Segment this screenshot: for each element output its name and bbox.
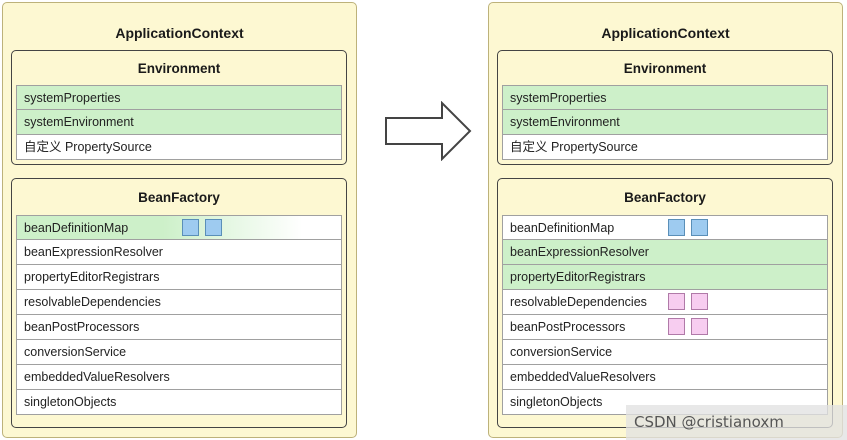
- environment-list: systemProperties systemEnvironment 自定义 Pro…: [16, 85, 342, 160]
- list-item: propertyEditorRegistrars: [502, 265, 828, 290]
- list-item-label: propertyEditorRegistrars: [510, 270, 646, 284]
- list-item: singletonObjects: [16, 390, 342, 415]
- list-item-label: propertyEditorRegistrars: [24, 270, 160, 284]
- list-item: beanPostProcessors: [502, 315, 828, 340]
- pink-square-icon: [668, 293, 685, 310]
- application-context-before: ApplicationContext Environment systemPro…: [2, 2, 357, 438]
- list-item-label: 自定义 PropertySource: [510, 140, 638, 154]
- right-arrow-icon: [385, 101, 472, 161]
- list-item-label: systemEnvironment: [510, 115, 620, 129]
- list-item: beanExpressionResolver: [502, 240, 828, 265]
- beanfactory-panel: BeanFactory beanDefinitionMap beanExpress…: [497, 178, 833, 428]
- bean-marker-group: [668, 293, 708, 310]
- list-item-label: 自定义 PropertySource: [24, 140, 152, 154]
- environment-panel: Environment systemProperties systemEnviro…: [497, 50, 833, 165]
- beanfactory-title: BeanFactory: [624, 190, 706, 205]
- list-item-label: resolvableDependencies: [24, 295, 161, 309]
- list-item: beanDefinitionMap: [16, 215, 342, 240]
- blue-square-icon: [691, 219, 708, 236]
- list-item-label: beanDefinitionMap: [24, 221, 129, 235]
- list-item: conversionService: [502, 340, 828, 365]
- list-item-label: embeddedValueResolvers: [510, 370, 656, 384]
- bean-marker-group: [668, 219, 708, 236]
- beanfactory-title: BeanFactory: [138, 190, 220, 205]
- list-item: 自定义 PropertySource: [16, 135, 342, 160]
- environment-panel: Environment systemProperties systemEnviro…: [11, 50, 347, 165]
- list-item: systemEnvironment: [16, 110, 342, 135]
- application-context-after: ApplicationContext Environment systemPro…: [488, 2, 843, 438]
- list-item: systemProperties: [502, 85, 828, 110]
- list-item: resolvableDependencies: [502, 290, 828, 315]
- list-item: resolvableDependencies: [16, 290, 342, 315]
- pink-square-icon: [668, 318, 685, 335]
- list-item: embeddedValueResolvers: [502, 365, 828, 390]
- list-item-label: singletonObjects: [510, 395, 603, 409]
- list-item-label: beanPostProcessors: [24, 320, 140, 334]
- list-item-label: beanExpressionResolver: [510, 245, 649, 259]
- application-context-title: ApplicationContext: [115, 25, 244, 41]
- bean-marker-group: [182, 219, 222, 236]
- watermark: CSDN @cristianoxm: [626, 405, 847, 440]
- bean-marker-group: [668, 318, 708, 335]
- list-item-label: systemProperties: [510, 91, 607, 105]
- list-item: beanExpressionResolver: [16, 240, 342, 265]
- list-item-label: beanExpressionResolver: [24, 245, 163, 259]
- list-item: 自定义 PropertySource: [502, 135, 828, 160]
- list-item: beanDefinitionMap: [502, 215, 828, 240]
- pink-square-icon: [691, 318, 708, 335]
- environment-title: Environment: [623, 61, 707, 76]
- blue-square-icon: [205, 219, 222, 236]
- list-item-label: singletonObjects: [24, 395, 117, 409]
- list-item-label: conversionService: [24, 345, 127, 359]
- list-item: systemEnvironment: [502, 110, 828, 135]
- blue-square-icon: [182, 219, 199, 236]
- environment-title: Environment: [137, 61, 221, 76]
- list-item-label: resolvableDependencies: [510, 295, 647, 309]
- list-item: systemProperties: [16, 85, 342, 110]
- beanfactory-panel: BeanFactory beanDefinitionMap beanExpress…: [11, 178, 347, 428]
- pink-square-icon: [691, 293, 708, 310]
- list-item: conversionService: [16, 340, 342, 365]
- list-item-label: systemProperties: [24, 91, 121, 105]
- list-item-label: embeddedValueResolvers: [24, 370, 170, 384]
- blue-square-icon: [668, 219, 685, 236]
- beanfactory-list: beanDefinitionMap beanExpressionResolver p…: [502, 215, 828, 415]
- environment-list: systemProperties systemEnvironment 自定义 Pro…: [502, 85, 828, 160]
- list-item: propertyEditorRegistrars: [16, 265, 342, 290]
- list-item: embeddedValueResolvers: [16, 365, 342, 390]
- beanfactory-list: beanDefinitionMap beanExpressionResolver p…: [16, 215, 342, 415]
- application-context-title: ApplicationContext: [601, 25, 730, 41]
- list-item: beanPostProcessors: [16, 315, 342, 340]
- list-item-label: beanPostProcessors: [510, 320, 626, 334]
- list-item-label: systemEnvironment: [24, 115, 134, 129]
- list-item-label: beanDefinitionMap: [510, 221, 615, 235]
- list-item-label: conversionService: [510, 345, 613, 359]
